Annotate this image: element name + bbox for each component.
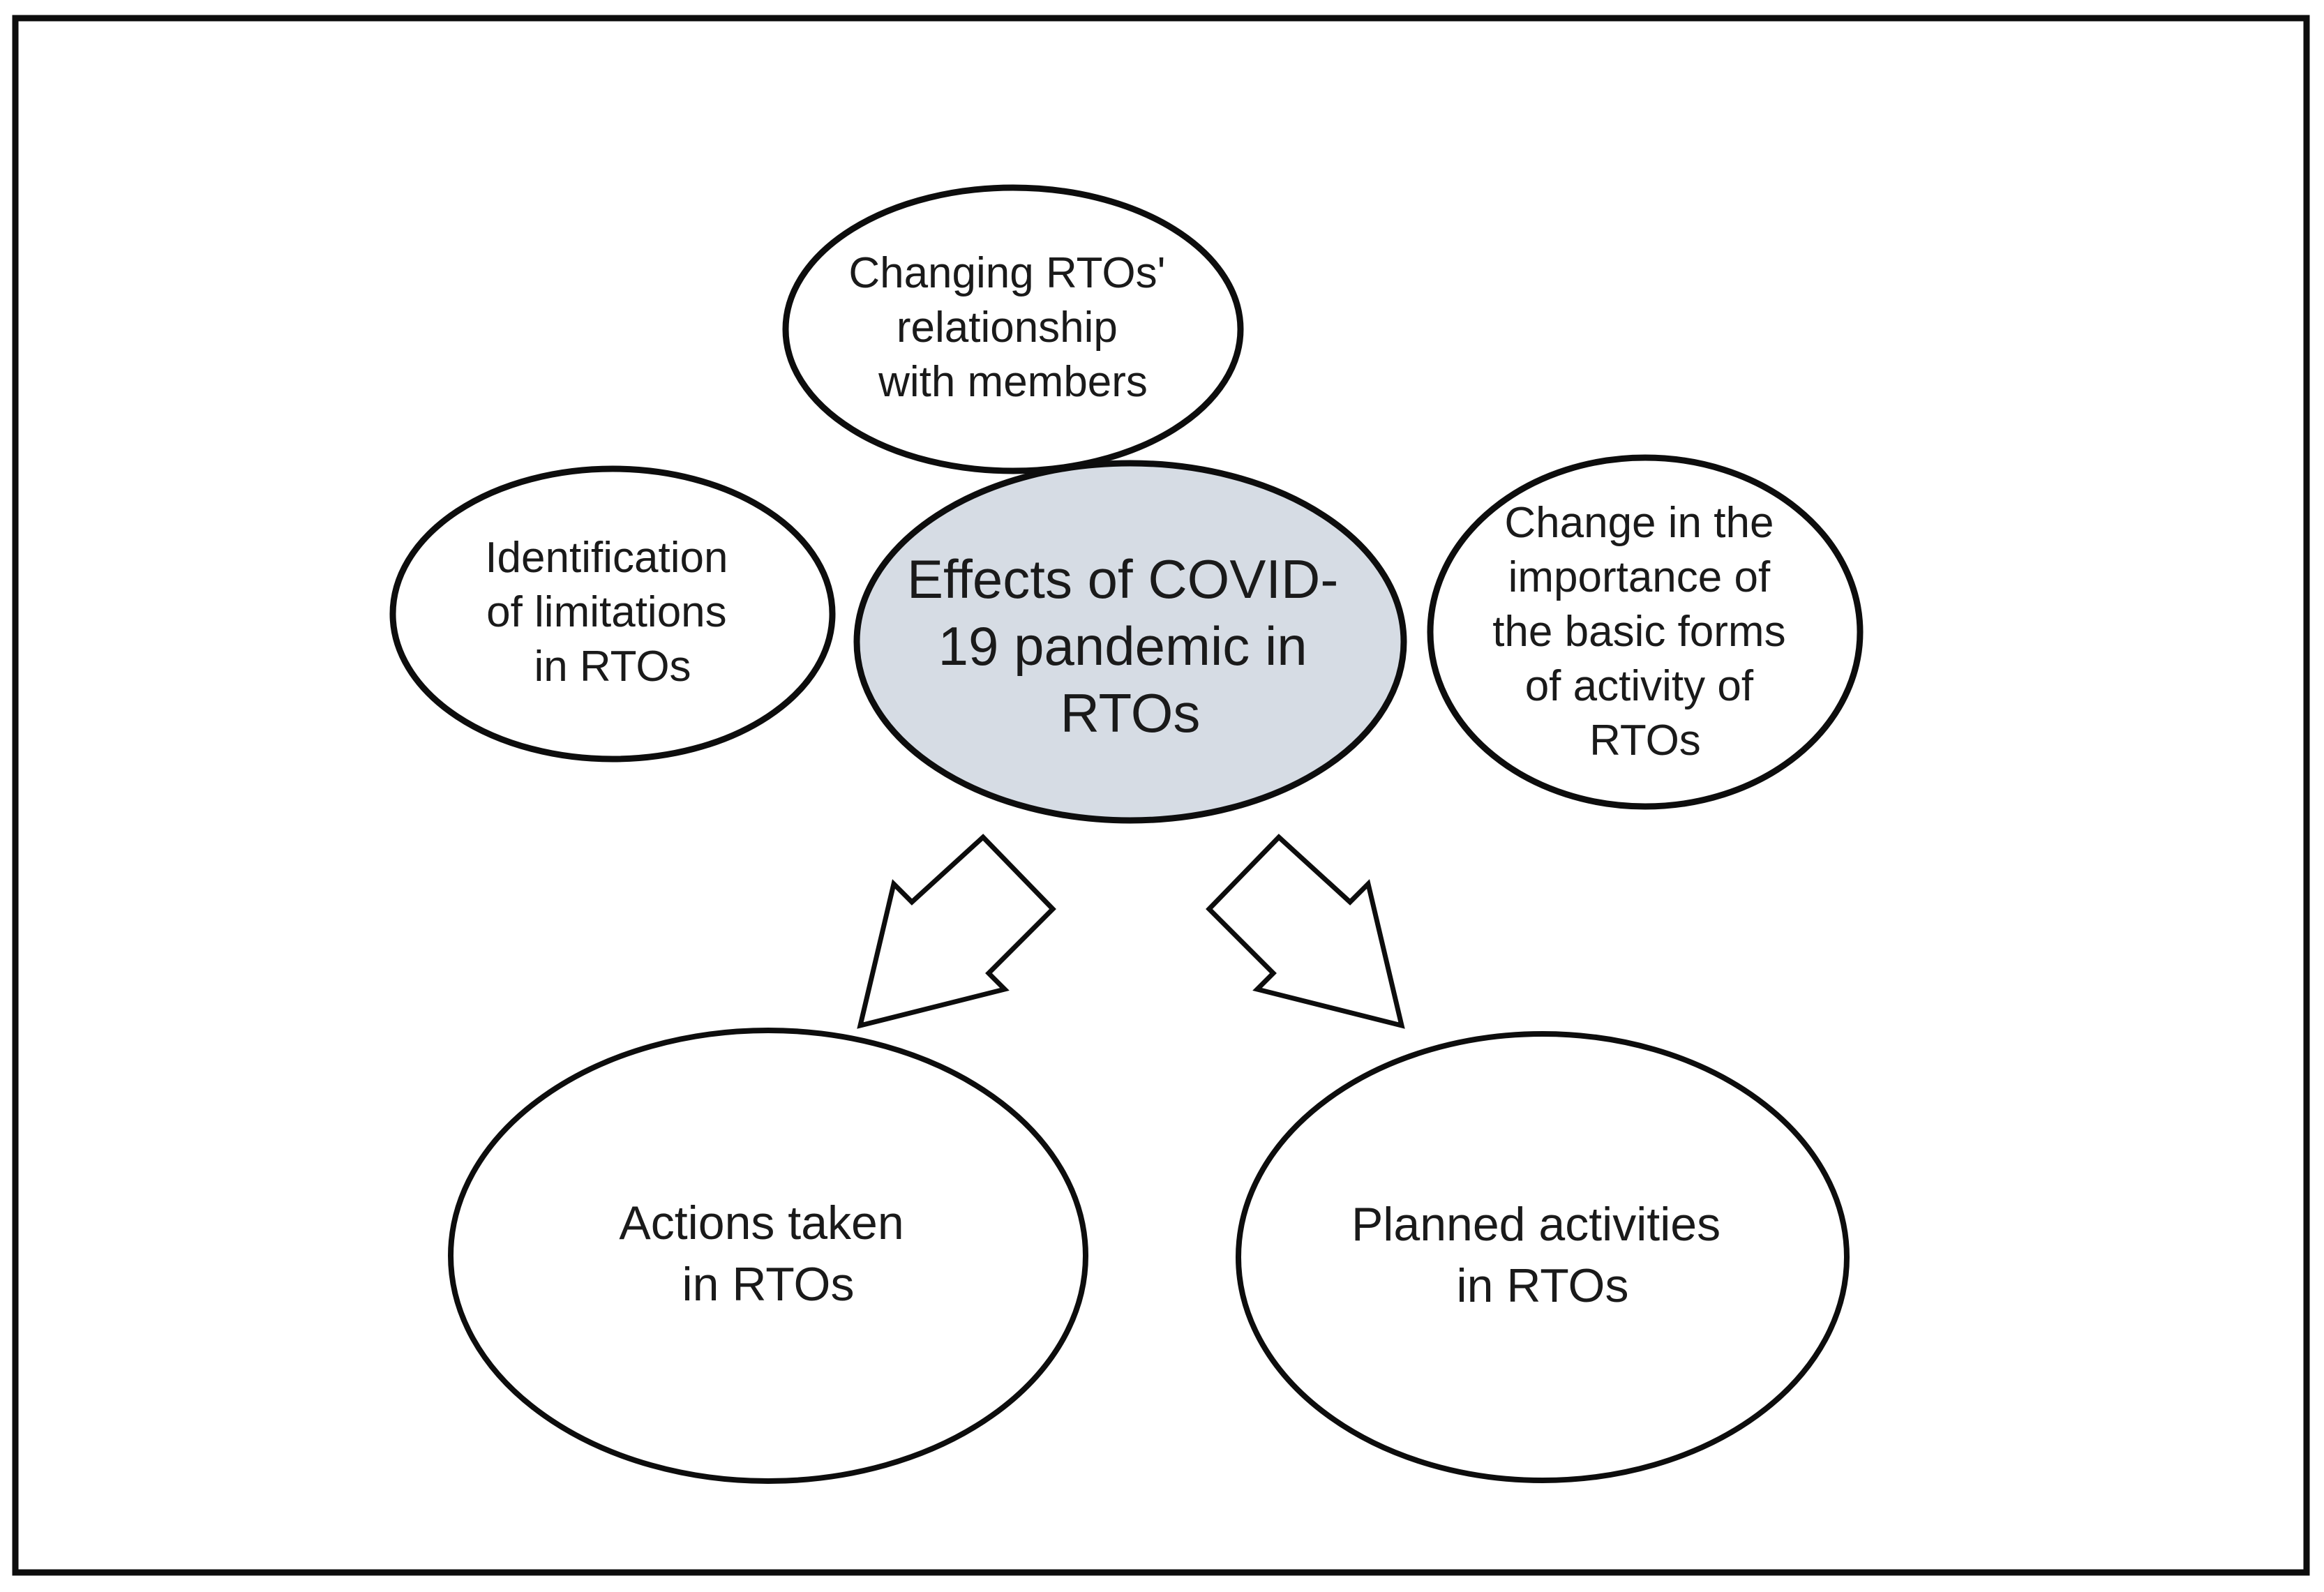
right-node-line-3: the basic forms <box>1492 608 1785 656</box>
node-actions-taken-in-rtos[interactable]: Actions taken in RTOs <box>448 1028 1088 1484</box>
right-node-line-2: importance of <box>1508 553 1771 601</box>
node-planned-activities-in-rtos[interactable]: Planned activities in RTOs <box>1236 1031 1850 1483</box>
figure-border <box>12 15 2310 1576</box>
left-node-ellipse <box>389 465 836 763</box>
top-node-label: Changing RTOs' relationship with members <box>848 249 1177 406</box>
center-node-line-2: 19 pandemic in <box>938 615 1307 677</box>
center-node-line-1: Effects of COVID- <box>907 548 1338 610</box>
top-node-ellipse <box>782 184 1244 474</box>
node-change-in-the-importance-of-the-basic-forms-of-activity-of-rtos[interactable]: Change in the importance of the basic fo… <box>1427 454 1864 810</box>
bottom-left-node-line-2: in RTOs <box>682 1258 855 1311</box>
down-right-block-arrow-icon <box>1206 834 1405 1029</box>
bottom-right-node-label: Planned activities in RTOs <box>1351 1198 1734 1312</box>
down-left-block-arrow-icon <box>857 834 1056 1029</box>
center-node-ellipse <box>853 460 1407 824</box>
left-node-label: Identification of limitations in RTOs <box>485 534 740 691</box>
right-node-line-4: of activity of <box>1525 662 1754 710</box>
left-node-line-2: of limitations <box>486 588 727 636</box>
right-node-label: Change in the importance of the basic fo… <box>1492 499 1798 765</box>
node-changing-rtos-relationship-with-members[interactable]: Changing RTOs' relationship with members <box>782 184 1244 474</box>
bottom-right-node-line-2: in RTOs <box>1457 1259 1629 1312</box>
left-node-line-3: in RTOs <box>534 643 691 691</box>
center-node-line-3: RTOs <box>1060 682 1201 744</box>
bottom-right-node-ellipse <box>1236 1031 1850 1483</box>
left-node-line-1: Identification <box>485 534 728 582</box>
bottom-right-node-line-1: Planned activities <box>1351 1198 1720 1251</box>
right-node-line-1: Change in the <box>1504 499 1774 547</box>
arrow-center-to-actions-taken[interactable] <box>857 834 1056 1029</box>
top-node-line-2: relationship <box>897 303 1118 352</box>
right-node-ellipse <box>1427 454 1864 810</box>
center-node-label: Effects of COVID- 19 pandemic in RTOs <box>907 548 1354 744</box>
right-node-line-5: RTOs <box>1589 716 1701 765</box>
top-node-line-1: Changing RTOs' <box>848 249 1165 297</box>
bottom-left-node-ellipse <box>448 1028 1088 1484</box>
bottom-left-node-label: Actions taken in RTOs <box>619 1196 917 1311</box>
node-effects-of-covid-19-pandemic-in-rtos[interactable]: Effects of COVID- 19 pandemic in RTOs <box>853 460 1407 824</box>
node-identification-of-limitations-in-rtos[interactable]: Identification of limitations in RTOs <box>389 465 836 763</box>
bottom-left-node-line-1: Actions taken <box>619 1196 904 1249</box>
top-node-line-3: with members <box>878 358 1148 406</box>
arrow-center-to-planned-activities[interactable] <box>1206 834 1405 1029</box>
